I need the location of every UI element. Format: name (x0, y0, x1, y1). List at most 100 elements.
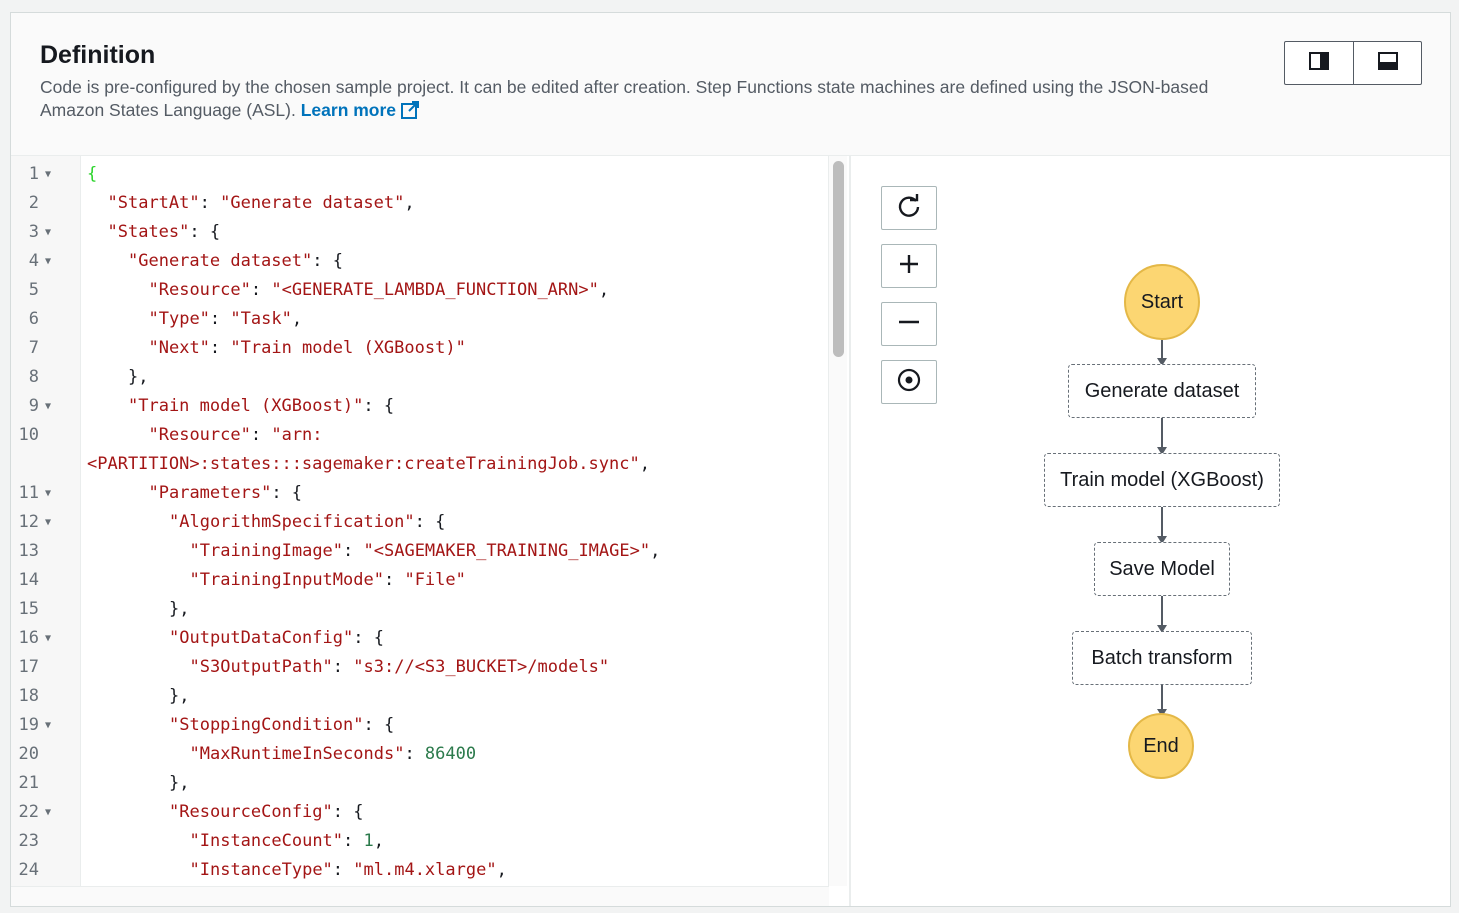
split-horizontal-button[interactable] (1353, 42, 1421, 84)
split-vertical-button[interactable] (1285, 42, 1353, 84)
state-node-save-model[interactable]: Save Model (1094, 542, 1230, 596)
code-line[interactable]: 11▼"Parameters": { (11, 479, 828, 508)
state-node-batch-transform[interactable]: Batch transform (1072, 631, 1252, 685)
code-token: "Task" (230, 309, 292, 329)
code-line[interactable]: 22 ▼ "ResourceConfig": { (11, 798, 828, 827)
edge-arrow (1157, 358, 1167, 366)
line-number-gutter (11, 156, 81, 886)
code-line[interactable]: 23"InstanceCount": 1, (11, 827, 828, 856)
editor-horizontal-scrollbar[interactable] (11, 886, 829, 906)
code-line[interactable]: 16▼"OutputDataConfig": { (11, 624, 828, 653)
code-token: , (404, 193, 415, 213)
code-token: "arn: (271, 425, 323, 445)
code-text: }, (169, 682, 189, 711)
code-text: "Type": "Task", (149, 305, 303, 334)
page-title: Definition (40, 41, 156, 69)
plus-icon (897, 252, 921, 281)
line-number: 14 (18, 570, 39, 590)
code-text: "States": { (108, 218, 221, 247)
fold-toggle-icon[interactable]: ▼ (45, 256, 52, 267)
code-text: }, (169, 769, 189, 798)
code-line[interactable]: 21}, (11, 769, 828, 798)
code-token: , (373, 831, 385, 851)
code-line[interactable]: 15}, (11, 595, 828, 624)
line-number: 7 (28, 338, 39, 358)
code-line[interactable]: <PARTITION>:states:::sagemaker:createTra… (11, 450, 828, 479)
code-text: }, (169, 595, 189, 624)
fold-toggle-icon[interactable]: ▼ (45, 807, 52, 818)
split-vertical-icon (1308, 51, 1330, 76)
refresh-icon (896, 193, 922, 224)
center-button[interactable] (881, 360, 937, 404)
code-token: "Type" (148, 309, 210, 329)
line-number: 1 (28, 164, 39, 184)
learn-more-link[interactable]: Learn more (301, 100, 420, 120)
line-number: 10 (18, 425, 39, 445)
start-node[interactable]: Start (1124, 264, 1200, 340)
code-token: 86400 (424, 744, 477, 764)
code-text: "Generate dataset": { (128, 247, 343, 276)
code-token: : (332, 657, 354, 677)
pane-divider[interactable] (849, 156, 851, 906)
line-number: 6 (28, 309, 39, 329)
code-line[interactable]: 9▼"Train model (XGBoost)": { (11, 392, 828, 421)
line-number: 12 (18, 512, 39, 532)
definition-panel: Definition Code is pre-configured by the… (10, 12, 1451, 907)
zoom-out-button[interactable] (881, 302, 937, 346)
code-token: , (496, 860, 507, 880)
code-line[interactable]: 17"S3OutputPath": "s3://<S3_BUCKET>/mode… (11, 653, 828, 682)
code-line[interactable]: 1▼{ (11, 160, 828, 189)
code-line[interactable]: 10"Resource": "arn: (11, 421, 828, 450)
fold-toggle-icon[interactable]: ▼ (45, 720, 52, 731)
code-line[interactable]: 4▼"Generate dataset": { (11, 247, 828, 276)
code-token: "Generate dataset" (220, 193, 405, 213)
zoom-in-button[interactable] (881, 244, 937, 288)
line-number: 17 (18, 657, 39, 677)
code-line[interactable]: 2"StartAt": "Generate dataset", (11, 189, 828, 218)
fold-toggle-icon[interactable]: ▼ (45, 488, 52, 499)
code-text: "TrainingImage": "<SAGEMAKER_TRAINING_IM… (190, 537, 661, 566)
code-token: : { (363, 396, 395, 416)
code-text: }, (128, 363, 148, 392)
code-line[interactable]: 19▼"StoppingCondition": { (11, 711, 828, 740)
fold-toggle-icon[interactable]: ▼ (45, 517, 52, 528)
line-number: 22 (18, 802, 39, 822)
fold-toggle-icon[interactable]: ▼ (45, 401, 52, 412)
editor-scrollbar-thumb[interactable] (833, 161, 844, 357)
code-line[interactable]: 24"InstanceType": "ml.m4.xlarge", (11, 856, 828, 885)
fold-toggle-icon[interactable]: ▼ (45, 633, 52, 644)
end-node[interactable]: End (1128, 713, 1194, 779)
code-token: : { (363, 715, 395, 735)
code-text: "OutputDataConfig": { (169, 624, 384, 653)
code-line[interactable]: 18}, (11, 682, 828, 711)
state-node-train-model[interactable]: Train model (XGBoost) (1044, 453, 1280, 507)
code-line[interactable]: 5"Resource": "<GENERATE_LAMBDA_FUNCTION_… (11, 276, 828, 305)
code-line[interactable]: 8}, (11, 363, 828, 392)
code-token: : (343, 541, 364, 561)
edge-train-save (1161, 507, 1163, 542)
fold-toggle-icon[interactable]: ▼ (45, 169, 52, 180)
code-line[interactable]: 14"TrainingInputMode": "File" (11, 566, 828, 595)
line-number: 5 (28, 280, 39, 300)
code-token: 1 (363, 831, 374, 851)
definition-description: Code is pre-configured by the chosen sam… (40, 76, 1240, 126)
code-text: "ResourceConfig": { (169, 798, 363, 827)
code-editor[interactable]: 1▼{2"StartAt": "Generate dataset",3▼"Sta… (11, 156, 829, 886)
code-line[interactable]: 20"MaxRuntimeInSeconds": 86400 (11, 740, 828, 769)
code-token: , (598, 280, 610, 300)
line-number: 20 (18, 744, 39, 764)
state-node-generate-dataset[interactable]: Generate dataset (1068, 364, 1256, 418)
refresh-button[interactable] (881, 186, 937, 230)
target-icon (896, 367, 922, 398)
code-token: "ResourceConfig" (169, 802, 333, 822)
code-token: }, (169, 599, 190, 619)
code-text: <PARTITION>:states:::sagemaker:createTra… (87, 450, 650, 479)
code-line[interactable]: 6 "Type": "Task", (11, 305, 828, 334)
code-line[interactable]: 7"Next": "Train model (XGBoost)" (11, 334, 828, 363)
code-token: "Resource" (148, 425, 251, 445)
fold-toggle-icon[interactable]: ▼ (45, 227, 52, 238)
code-line[interactable]: 13"TrainingImage": "<SAGEMAKER_TRAINING_… (11, 537, 828, 566)
code-line[interactable]: 3▼"States": { (11, 218, 828, 247)
code-token: "InstanceCount" (189, 831, 344, 851)
code-line[interactable]: 12▼"AlgorithmSpecification": { (11, 508, 828, 537)
